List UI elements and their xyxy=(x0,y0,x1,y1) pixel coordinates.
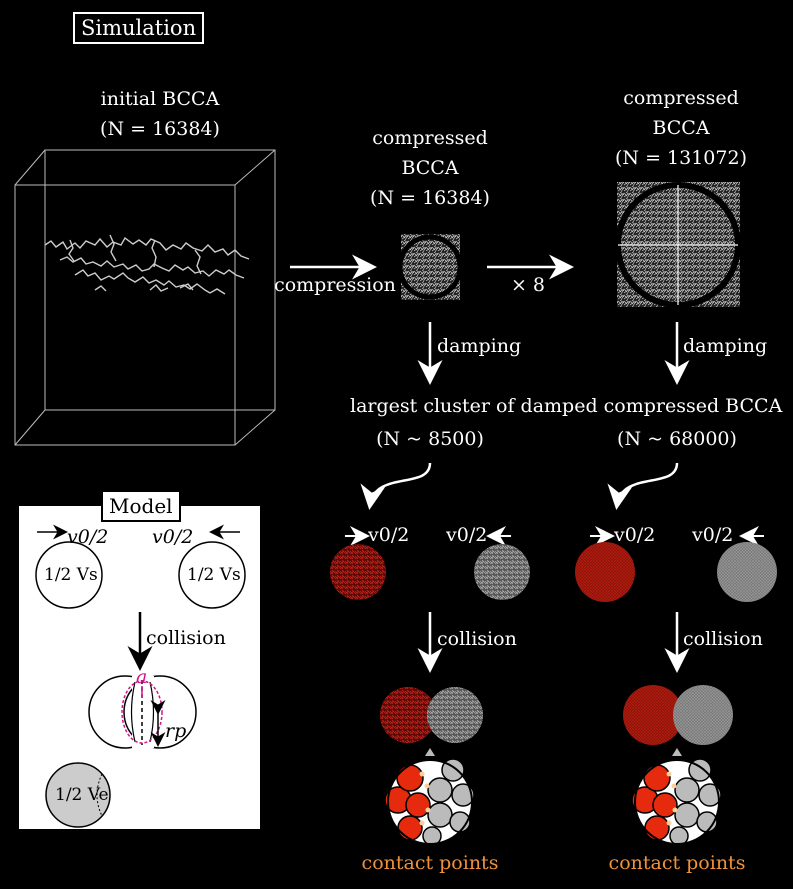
model-drawing xyxy=(35,524,246,828)
compressed-small-sphere xyxy=(397,234,463,300)
simulation-title: Simulation xyxy=(73,12,205,44)
red-aggregate-right xyxy=(575,542,635,602)
merged-red-right xyxy=(623,685,683,745)
merged-red-left xyxy=(380,687,436,743)
damping-label-right: damping xyxy=(683,335,768,357)
velocity-label-right-b: v0/2 xyxy=(692,524,734,546)
model-collision-label: collision xyxy=(146,627,226,649)
gray-aggregate-right xyxy=(717,542,777,602)
compressed-small-line1: compressed xyxy=(372,127,488,149)
compression-label: compression xyxy=(274,274,396,296)
merged-gray-left xyxy=(427,687,483,743)
velocity-label-left-a: v0/2 xyxy=(368,524,410,546)
red-aggregate-left xyxy=(330,544,386,600)
model-velocity-right: v0/2 xyxy=(152,526,194,548)
velocity-label-left-b: v0/2 xyxy=(446,524,488,546)
curved-arrow-left xyxy=(360,462,432,510)
compressed-small-line2: BCCA xyxy=(401,157,459,179)
contact-points-left: contact points xyxy=(361,852,499,874)
model-title: Model xyxy=(101,490,181,522)
initial-bcca-aggregate xyxy=(44,234,250,295)
initial-label: initial BCCA xyxy=(100,88,220,110)
compressed-large-n: (N = 131072) xyxy=(615,147,747,169)
largest-cluster-label: largest cluster of damped compressed BCC… xyxy=(350,395,783,417)
initial-n: (N = 16384) xyxy=(100,118,220,140)
curved-arrow-right xyxy=(607,462,679,510)
model-a-label: a xyxy=(136,666,148,688)
collision-label-right: collision xyxy=(683,628,763,650)
model-ve-label: 1/2 Ve xyxy=(55,785,109,805)
compressed-small-n: (N = 16384) xyxy=(370,187,490,209)
n-right: (N ~ 68000) xyxy=(617,428,737,450)
model-vs-right: 1/2 Vs xyxy=(187,565,241,585)
model-velocity-left: v0/2 xyxy=(67,526,109,548)
compressed-large-line2: BCCA xyxy=(652,117,710,139)
contact-schematic-right xyxy=(631,748,722,846)
model-rp-label: rp xyxy=(165,720,187,742)
compressed-large-line1: compressed xyxy=(623,87,739,109)
damping-label-left: damping xyxy=(437,335,522,357)
n-left: (N ~ 8500) xyxy=(376,428,484,450)
gray-aggregate-left xyxy=(474,544,530,600)
merged-gray-right xyxy=(673,685,733,745)
velocity-label-right-a: v0/2 xyxy=(614,524,656,546)
times8-label: × 8 xyxy=(510,274,546,296)
collision-label-left: collision xyxy=(437,628,517,650)
large-cube-crosshair xyxy=(618,185,738,305)
model-vs-left: 1/2 Vs xyxy=(44,565,98,585)
initial-bcca-box xyxy=(14,149,276,446)
contact-schematic-left xyxy=(384,748,475,846)
contact-points-right: contact points xyxy=(608,852,746,874)
